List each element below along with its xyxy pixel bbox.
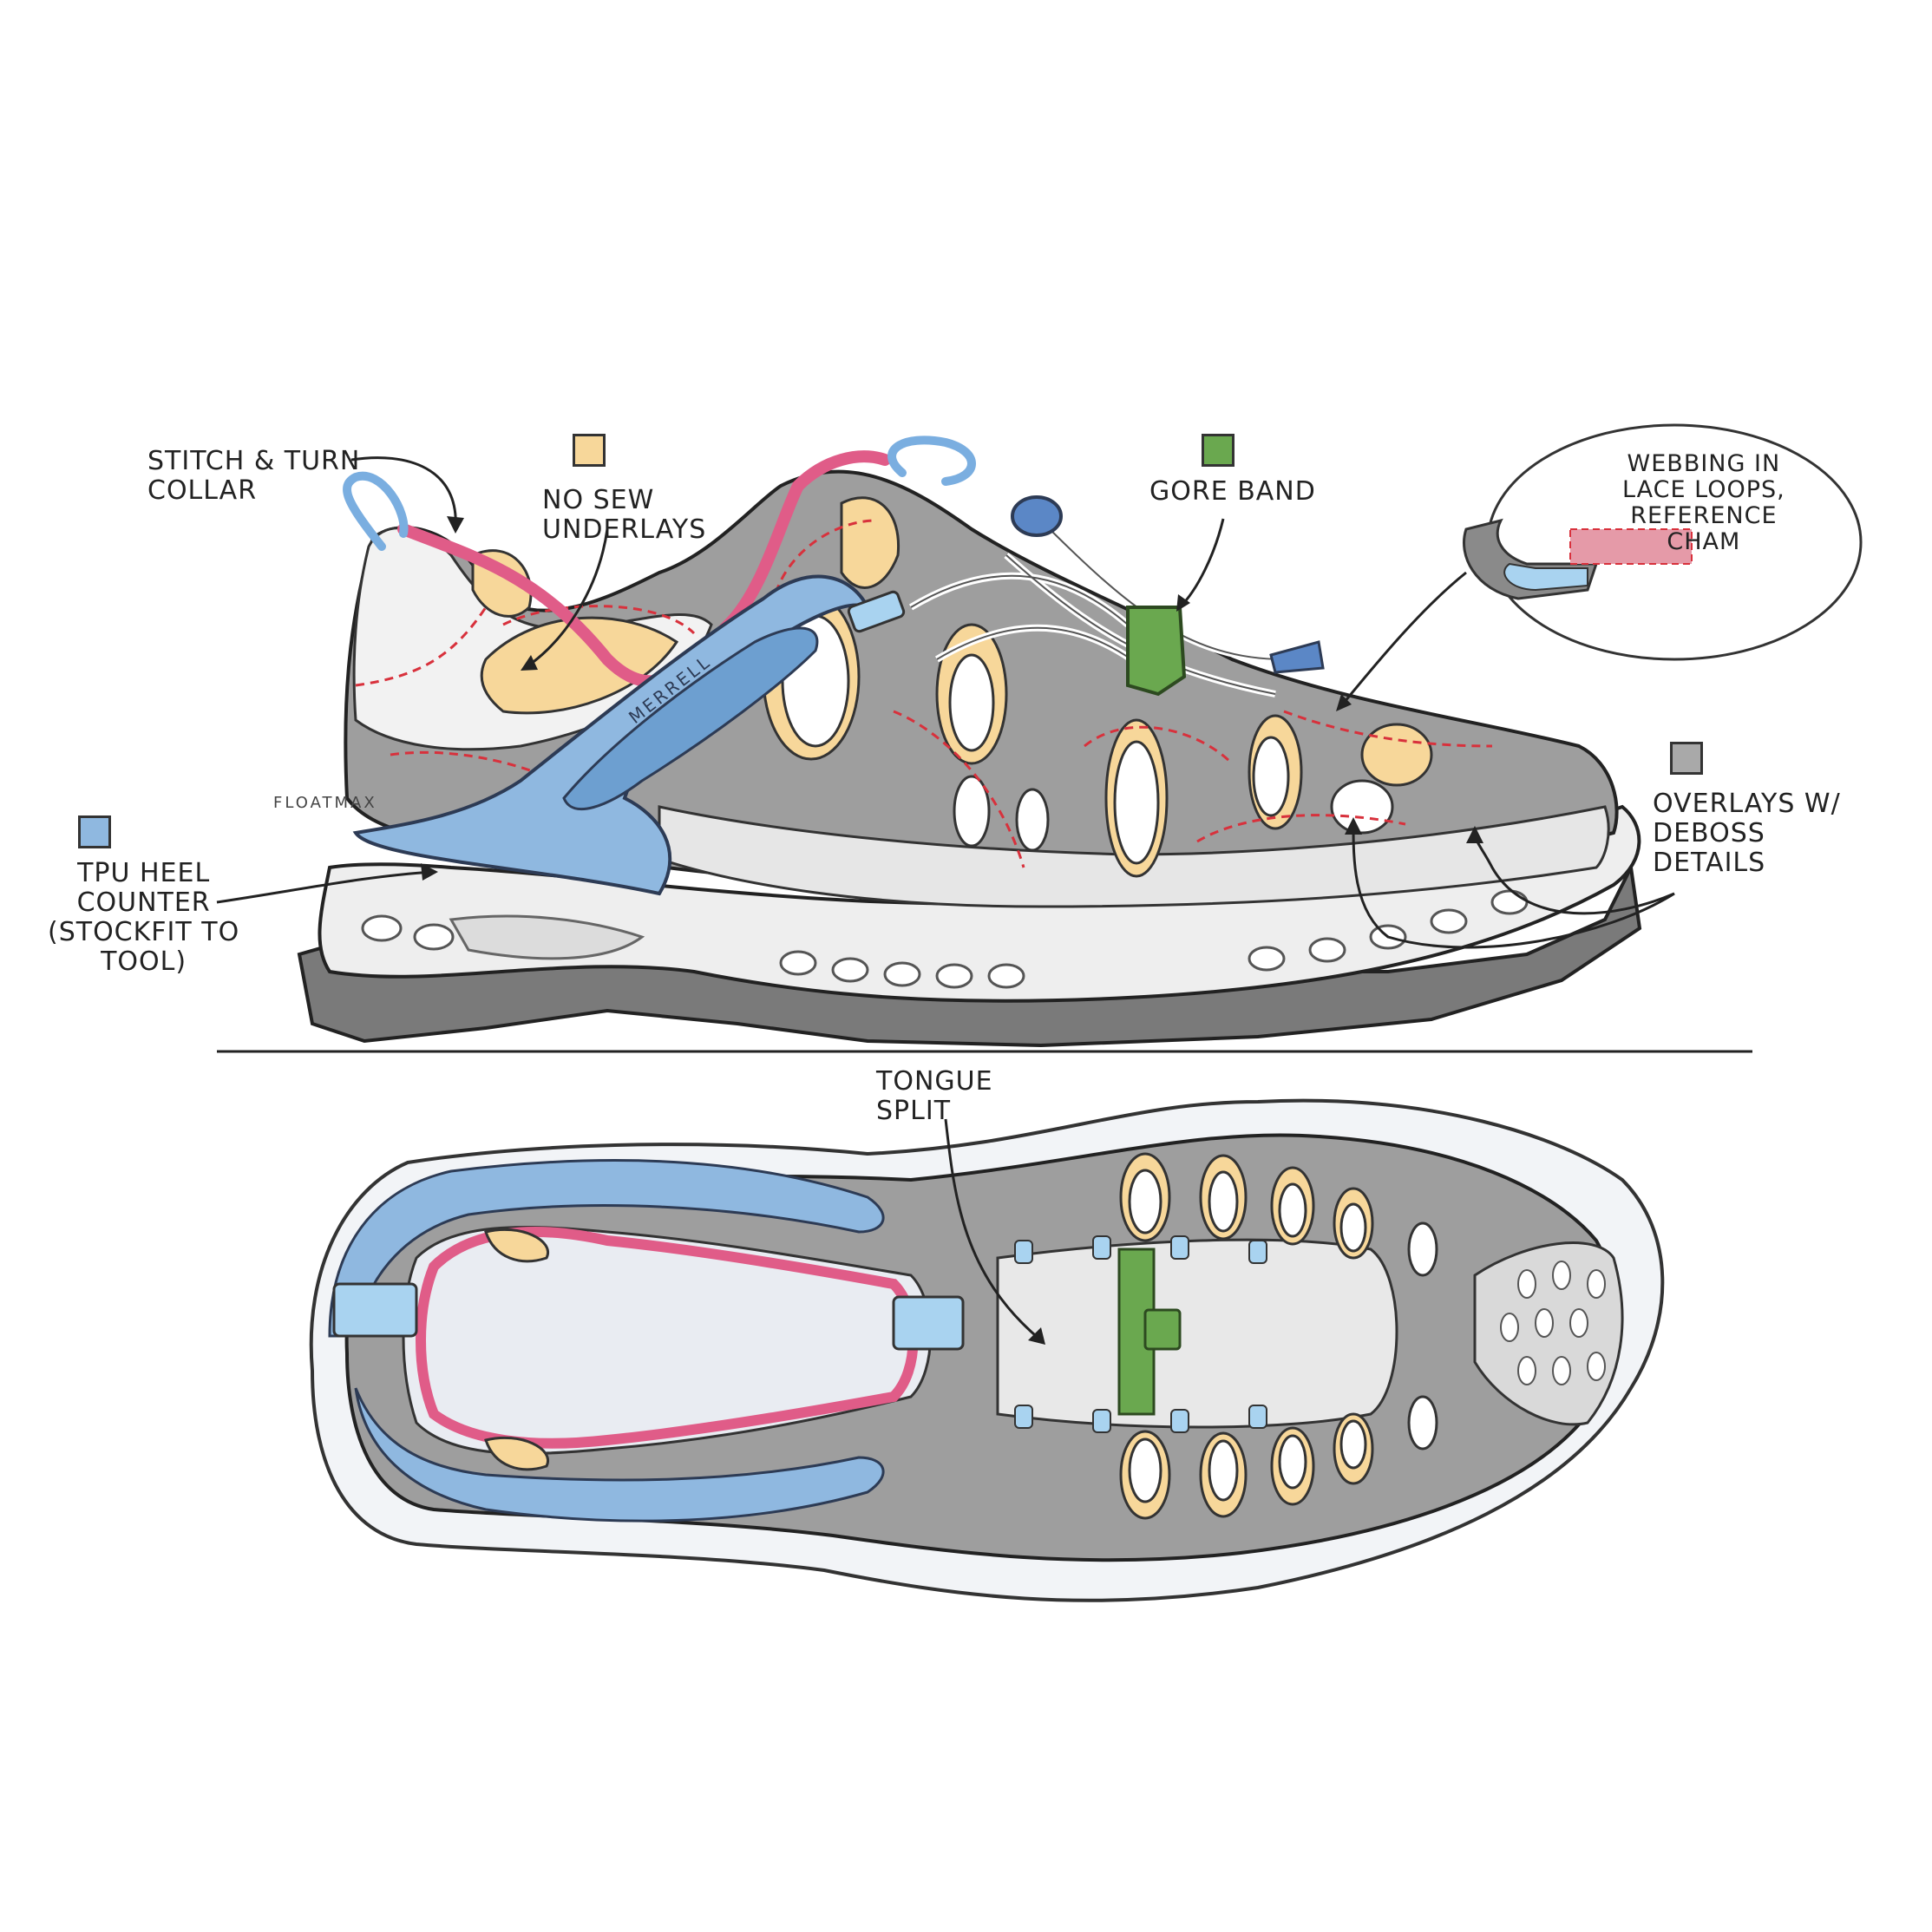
detail-loop-blue xyxy=(1503,562,1588,592)
top-eyelets xyxy=(1128,1169,1438,1503)
floatmax-label: FLOATMAX xyxy=(273,794,377,812)
tongue-split-label: Tongue Split xyxy=(876,1066,993,1126)
top-pink-collar xyxy=(416,1227,919,1449)
tpu-heel-label: TPU Heel Counter (Stockfit to Tool) xyxy=(48,858,240,977)
leader-lines xyxy=(216,456,1675,1342)
lace-tip xyxy=(1269,640,1325,674)
tpu-heel-swatch xyxy=(78,815,111,848)
overlay-swatch xyxy=(1670,742,1703,775)
side-view xyxy=(217,436,1752,1053)
gore-band-label: Gore Band xyxy=(1149,476,1316,507)
top-collar-tab xyxy=(892,1295,965,1351)
toe-pod-holes xyxy=(1500,1261,1606,1385)
underlay-swatch xyxy=(573,434,606,467)
arrowheads xyxy=(421,516,1483,1345)
top-gore-clip xyxy=(1143,1308,1182,1351)
tpu-heel-inner xyxy=(562,626,819,811)
no-sew-label: No Sew Underlays xyxy=(542,485,707,545)
stitch-collar-label: Stitch & Turn Collar xyxy=(147,446,361,506)
top-lace-loops xyxy=(1014,1235,1267,1433)
top-heel-collar xyxy=(402,1225,932,1456)
gore-band-swatch xyxy=(1202,434,1235,467)
top-tpu-upper xyxy=(328,1159,885,1338)
top-heel-tab xyxy=(332,1282,418,1338)
detail-strap xyxy=(1569,528,1693,565)
lace-toggle xyxy=(1011,495,1063,537)
overlays-label: Overlays w/ Deboss Details xyxy=(1653,789,1841,878)
top-opening xyxy=(996,1238,1398,1429)
webbing-label: Webbing in Lace Loops, Reference Cham xyxy=(1622,450,1785,555)
midsole-pods xyxy=(361,889,1529,989)
heel-pull-loop xyxy=(343,471,409,551)
top-view xyxy=(309,1098,1665,1602)
tongue-pull-loop xyxy=(887,436,976,486)
lace-tab xyxy=(847,590,906,633)
midsole-window xyxy=(449,914,645,960)
webbing-detail xyxy=(1463,423,1863,661)
gore-band xyxy=(1126,606,1187,697)
top-tpu-lower xyxy=(354,1387,885,1523)
